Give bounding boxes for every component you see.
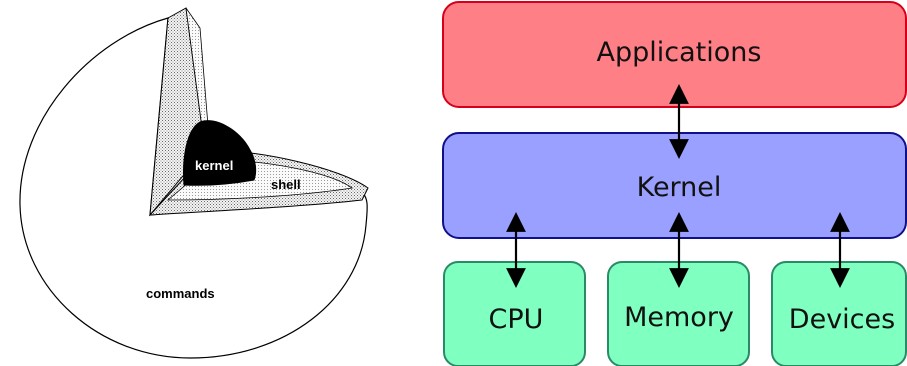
- architecture-diagram: Applications Kernel CPU Memory Devices: [442, 1, 907, 366]
- shell-label: shell: [271, 177, 301, 192]
- commands-sphere: [19, 17, 368, 359]
- commands-label: commands: [146, 286, 215, 301]
- devices-label: Devices: [789, 304, 895, 335]
- applications-label: Applications: [597, 37, 762, 68]
- memory-label: Memory: [624, 302, 734, 333]
- kernel-core: [183, 120, 257, 186]
- layers-sphere-diagram: kernel shell commands: [19, 7, 369, 359]
- kernel-box-label: Kernel: [637, 172, 722, 203]
- kernel-label: kernel: [195, 158, 233, 173]
- cpu-label: CPU: [489, 304, 544, 335]
